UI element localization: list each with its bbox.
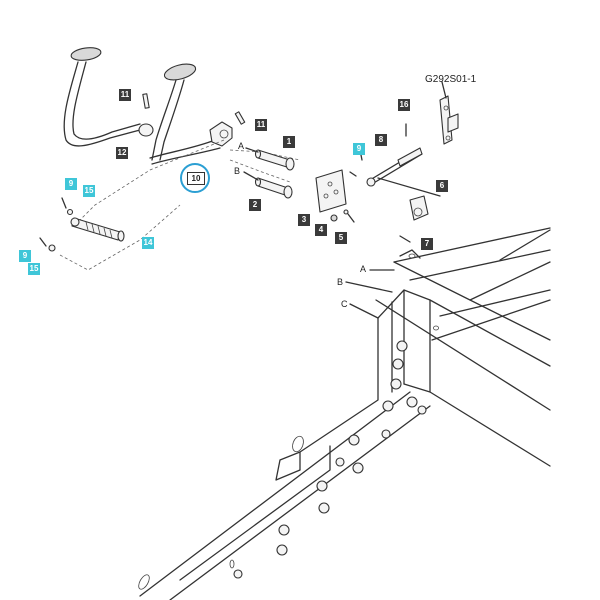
label-1: 1	[283, 136, 295, 148]
label-11-upper: 11	[119, 89, 131, 101]
label-8: 8	[375, 134, 387, 146]
pedal-pad-left	[70, 47, 102, 61]
label-11-right: 11	[255, 119, 267, 131]
letter-a-pins: A	[238, 141, 245, 151]
label-3: 3	[298, 214, 310, 226]
pedal-assembly	[63, 47, 246, 165]
label-16: 16	[398, 99, 410, 111]
label-13-right: 13	[199, 42, 209, 51]
label-5: 5	[335, 232, 347, 244]
label-9-rod: 9	[353, 143, 365, 155]
upper-bracket	[405, 95, 459, 145]
label-13-left: 13	[105, 27, 115, 36]
diagram-code: G292S01-1	[425, 74, 477, 85]
label-7: 7	[421, 238, 433, 250]
label-6: 6	[436, 180, 448, 192]
spring-assembly	[39, 197, 125, 252]
label-10-highlighted: 10	[187, 172, 205, 185]
label-9-lower: 9	[19, 250, 31, 262]
label-12: 12	[116, 147, 128, 159]
pivot-pins	[254, 149, 295, 199]
label-15-upper: 15	[83, 185, 95, 197]
pedal-pad-right	[163, 63, 197, 81]
frame-bolts	[233, 340, 427, 579]
letter-b-frame: B	[337, 277, 344, 287]
label-4: 4	[315, 224, 327, 236]
highlight-ring	[180, 163, 210, 193]
letter-c-frame: C	[341, 299, 348, 309]
mounting-plate	[315, 169, 357, 223]
linkage-rod	[359, 147, 441, 243]
letter-a-frame: A	[360, 264, 367, 274]
label-2: 2	[249, 199, 261, 211]
tractor-frame	[138, 227, 551, 600]
label-14: 14	[142, 237, 154, 249]
label-9-upper: 9	[65, 178, 77, 190]
label-15-lower: 15	[28, 263, 40, 275]
letter-b-pins: B	[234, 166, 241, 176]
